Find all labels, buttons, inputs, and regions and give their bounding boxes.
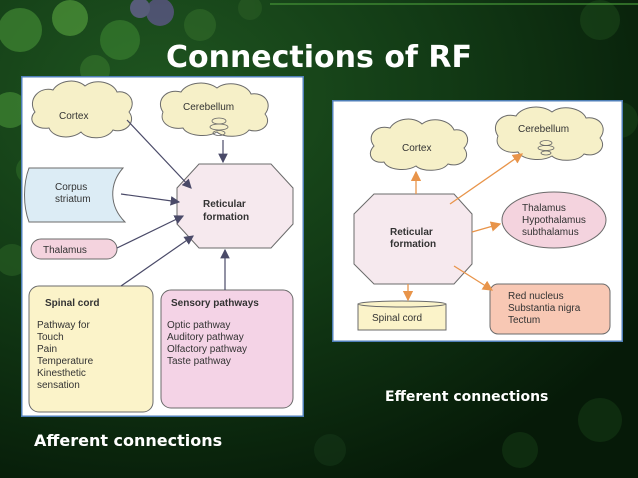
afferent-diagram: Cortex Cerebellum Reticular formation Co… [21, 76, 304, 417]
efferent-rf-line2: formation [390, 239, 436, 250]
sensory-items: Optic pathway Auditory pathway Olfactory… [167, 320, 247, 367]
efferent-cortex-cloud [369, 118, 469, 171]
arrow-spinal-to-rf [120, 235, 194, 287]
slide-title: Connections of RF [165, 40, 473, 75]
cerebellum-cloud [159, 82, 269, 137]
afferent-cerebellum-label: Cerebellum [183, 102, 234, 113]
arrow-rf-to-red-nucleus [453, 265, 494, 291]
efferent-cerebellum-label: Cerebellum [518, 124, 569, 135]
sensory-item: Auditory pathway [167, 332, 244, 343]
corpus-line1: Corpus [55, 182, 87, 193]
arrow-cortex-to-rf [126, 119, 192, 189]
spinal-item: Pathway for [37, 320, 90, 331]
efferent-thalamus-item: Thalamus [522, 203, 566, 214]
efferent-thalamus-item: Hypothalamus [522, 215, 586, 226]
afferent-rf-line1: Reticular [203, 199, 246, 210]
red-nucleus-item: Red nucleus [508, 291, 564, 302]
red-nucleus-box [489, 283, 611, 335]
efferent-caption: Efferent connections [385, 389, 549, 405]
efferent-diagram-panel: Cortex Cerebellum Reticular formation Th… [332, 100, 623, 342]
efferent-rf-line1: Reticular [390, 227, 433, 238]
sensory-pathways-box [160, 289, 294, 409]
efferent-cerebellum-cloud [494, 106, 604, 161]
red-nucleus-group: Red nucleus Substantia nigra Tectum [508, 291, 581, 326]
efferent-spinal-label: Spinal cord [372, 313, 422, 324]
spinal-item: sensation [37, 380, 80, 391]
sensory-item: Olfactory pathway [167, 344, 247, 355]
red-nucleus-item: Tectum [508, 315, 540, 326]
efferent-reticular-formation-octagon [353, 193, 473, 285]
afferent-caption: Afferent connections [34, 431, 223, 450]
efferent-spinal-cylinder [357, 300, 447, 331]
spinal-item: Pain [37, 344, 57, 355]
afferent-spinal-title: Spinal cord [45, 298, 99, 309]
sensory-item: Optic pathway [167, 320, 230, 331]
efferent-thalamus-ellipse [501, 191, 607, 249]
sensory-title: Sensory pathways [171, 298, 259, 309]
afferent-diagram-panel: Cortex Cerebellum Reticular formation Co… [21, 76, 304, 417]
spinal-item: Kinesthetic [37, 368, 86, 379]
cortex-cloud [31, 80, 133, 139]
afferent-cortex-label: Cortex [59, 111, 88, 122]
afferent-rf-line2: formation [203, 212, 249, 223]
efferent-diagram: Cortex Cerebellum Reticular formation Th… [332, 100, 623, 342]
afferent-spinal-items: Pathway for Touch Pain Temperature Kines… [37, 320, 94, 391]
spinal-item: Touch [37, 332, 64, 343]
efferent-cerebellum-glyph-icon [537, 140, 555, 156]
arrow-rf-to-thalamus [471, 221, 502, 233]
afferent-thalamus-label: Thalamus [43, 245, 87, 256]
spinal-item: Temperature [37, 356, 94, 367]
arrow-rf-to-cerebellum [449, 153, 524, 205]
efferent-thalamus-group: Thalamus Hypothalamus subthalamus [522, 203, 586, 238]
arrow-corpus-to-rf [120, 193, 181, 206]
afferent-thalamus-pill [30, 238, 118, 260]
corpus-striatum-shape [24, 167, 127, 223]
sensory-item: Taste pathway [167, 356, 231, 367]
corpus-line2: striatum [55, 194, 91, 205]
red-nucleus-item: Substantia nigra [508, 303, 581, 314]
efferent-cortex-label: Cortex [402, 143, 431, 154]
efferent-thalamus-item: subthalamus [522, 227, 579, 238]
afferent-spinal-box [28, 285, 154, 413]
cerebellum-glyph-icon [209, 117, 229, 136]
arrow-thalamus-to-rf [116, 215, 185, 249]
